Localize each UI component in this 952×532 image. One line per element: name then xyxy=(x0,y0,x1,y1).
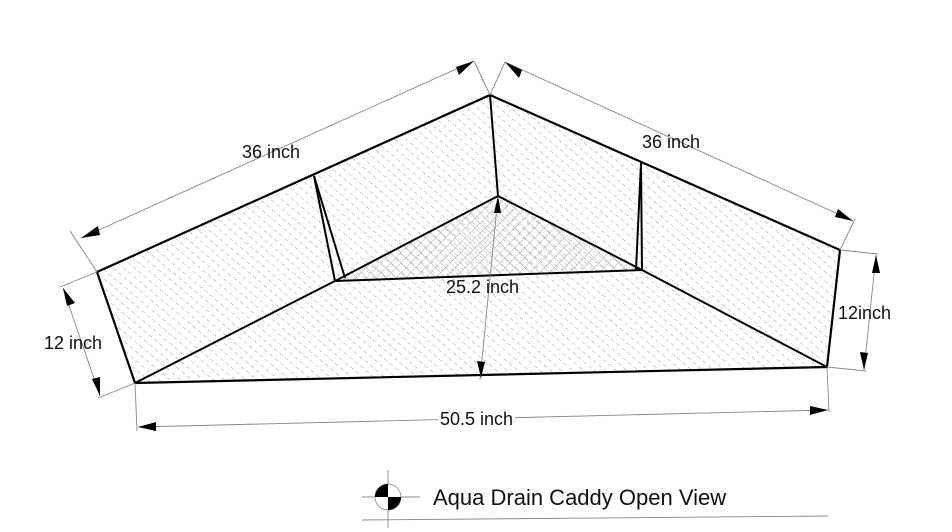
dim-label-right-top: 36 inch xyxy=(642,132,701,152)
fold-lines xyxy=(134,94,828,384)
dim-label-left-top: 36 inch xyxy=(242,142,301,162)
dimension-lines xyxy=(59,60,879,432)
dim-label-right-side: 12inch xyxy=(838,303,892,323)
dim-label-depth: 25.2 inch xyxy=(446,277,520,297)
dim-label-left-side: 12 inch xyxy=(44,333,103,353)
dim-label-bottom: 50.5 inch xyxy=(438,409,516,429)
drawing-title: Aqua Drain Caddy Open View xyxy=(433,485,727,510)
title-block xyxy=(361,470,829,528)
section-marker-icon xyxy=(374,483,402,511)
arrowheads xyxy=(63,61,880,431)
inner-basin xyxy=(334,194,646,282)
